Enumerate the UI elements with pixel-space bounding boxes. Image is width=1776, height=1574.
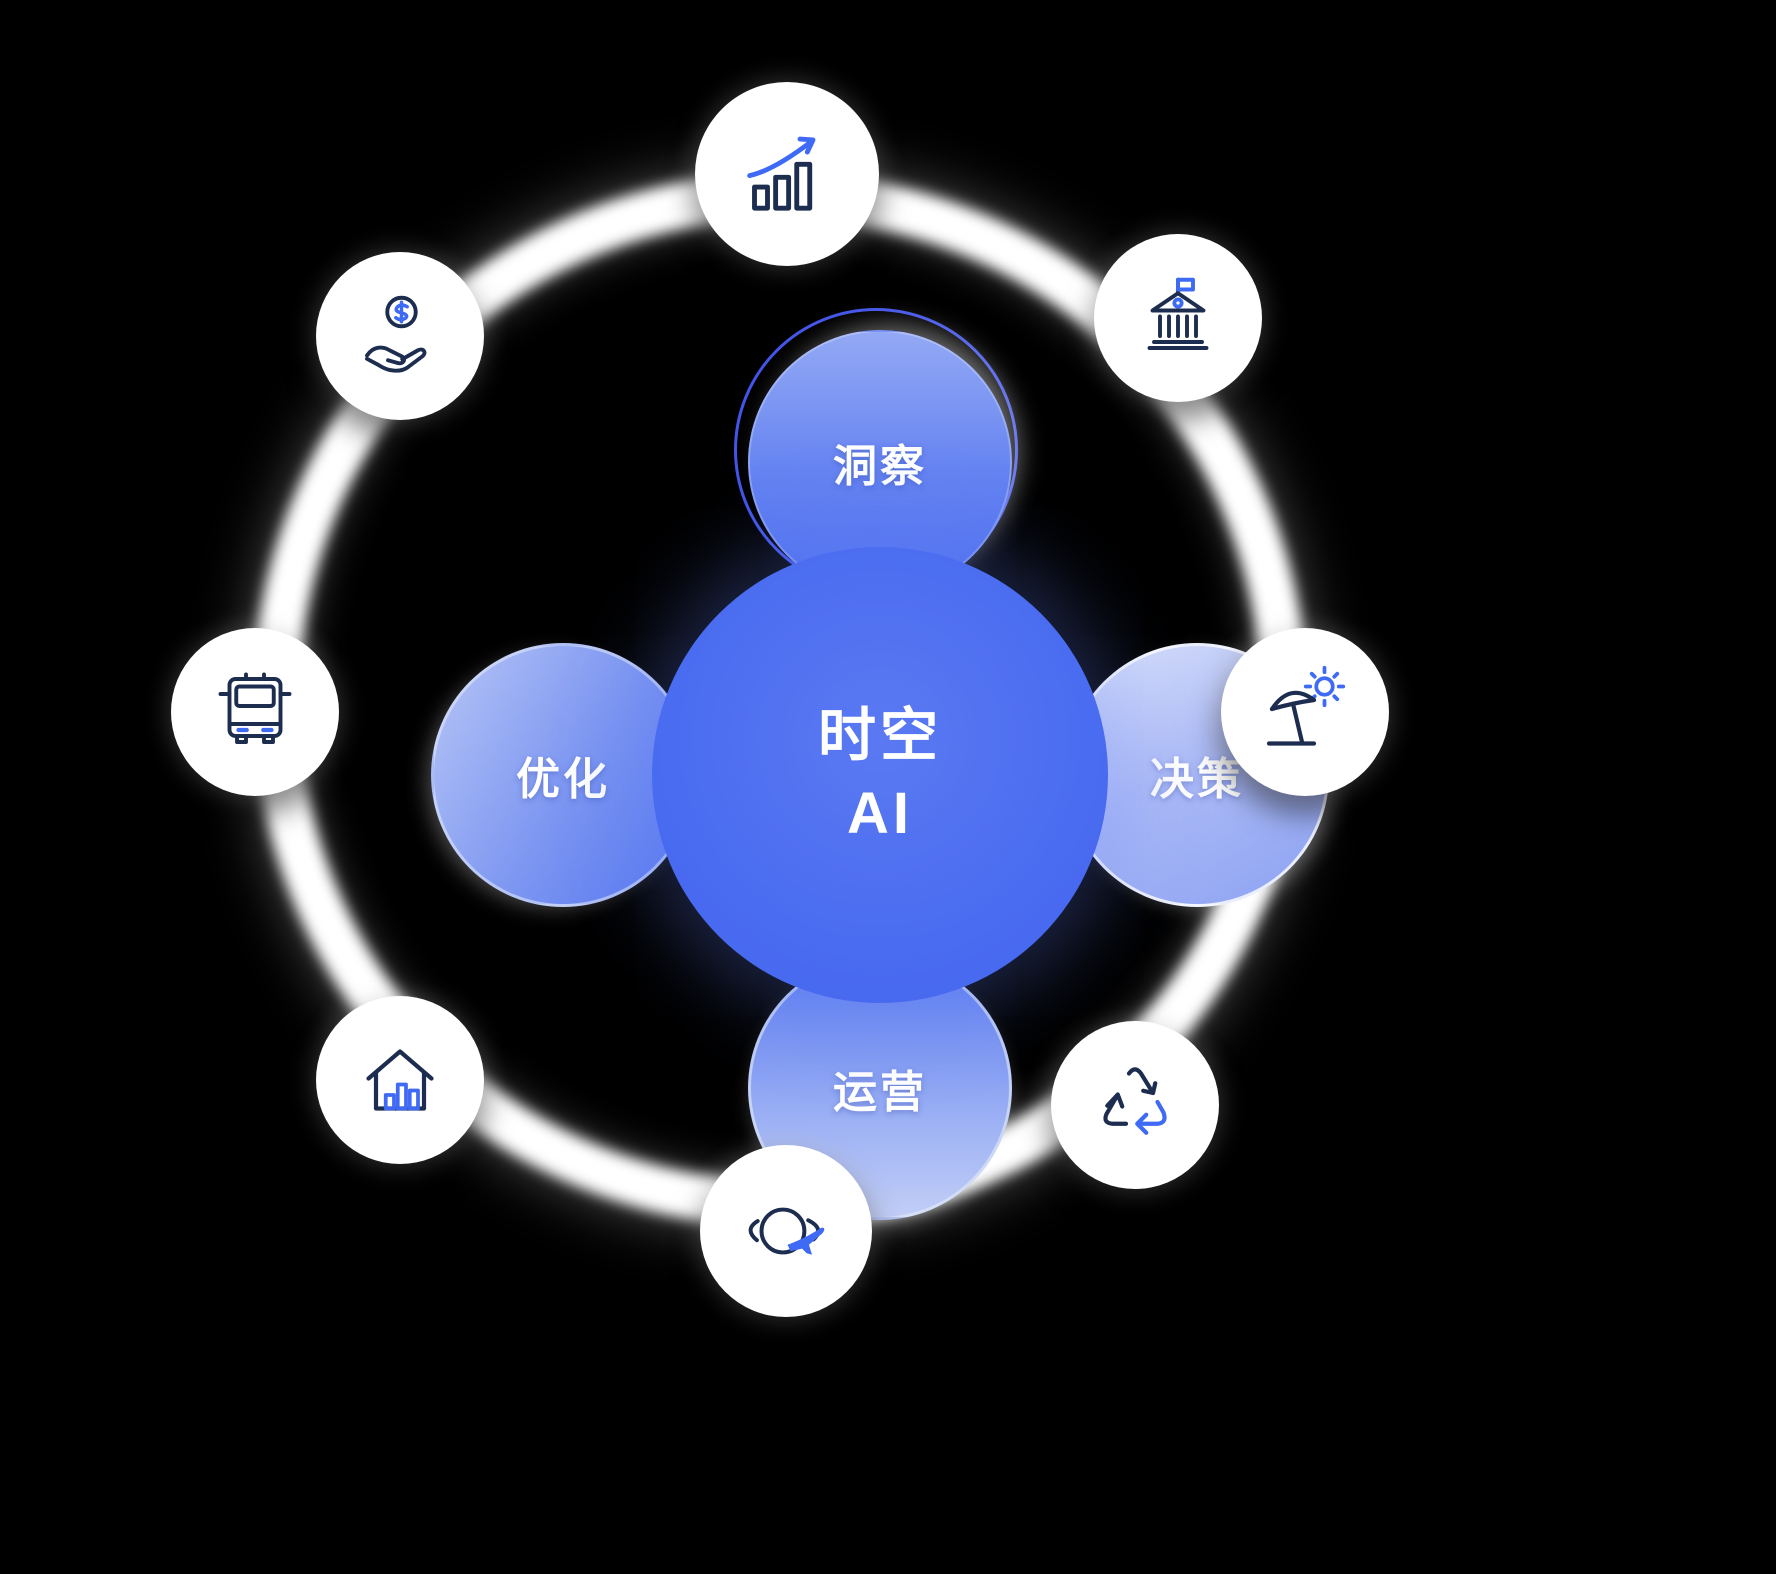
center-title: 时空 AI xyxy=(818,697,942,854)
satellite-decision-label: 决策 xyxy=(1150,755,1244,804)
center-title-line1: 时空 xyxy=(817,702,942,768)
hand-coin-icon xyxy=(365,295,427,373)
house-chart-icon xyxy=(366,1049,434,1111)
globe-airplane-icon xyxy=(748,1207,825,1255)
bank-building-icon xyxy=(1147,277,1209,350)
badge-growth-chart xyxy=(695,82,879,266)
recycle-icon xyxy=(1103,1067,1167,1135)
badge-bank-building xyxy=(1094,234,1262,402)
satellite-optimization-label: 优化 xyxy=(516,755,610,804)
center-circle: 时空 AI xyxy=(652,547,1108,1003)
bus-icon xyxy=(218,672,292,744)
satellite-optimization: 优化 xyxy=(431,643,695,907)
badge-globe-travel xyxy=(700,1145,872,1317)
satellite-insight-label: 洞察 xyxy=(833,442,927,491)
growth-chart-icon xyxy=(747,136,816,211)
badge-house-analytics xyxy=(316,996,484,1164)
badge-bus xyxy=(171,628,339,796)
center-title-line2: AI xyxy=(846,781,913,846)
badge-beach-umbrella xyxy=(1221,628,1389,796)
satellite-operations-label: 运营 xyxy=(833,1068,927,1117)
badge-hand-coin xyxy=(316,252,484,420)
beach-umbrella-sun-icon xyxy=(1266,665,1346,746)
badge-recycle xyxy=(1051,1021,1219,1189)
